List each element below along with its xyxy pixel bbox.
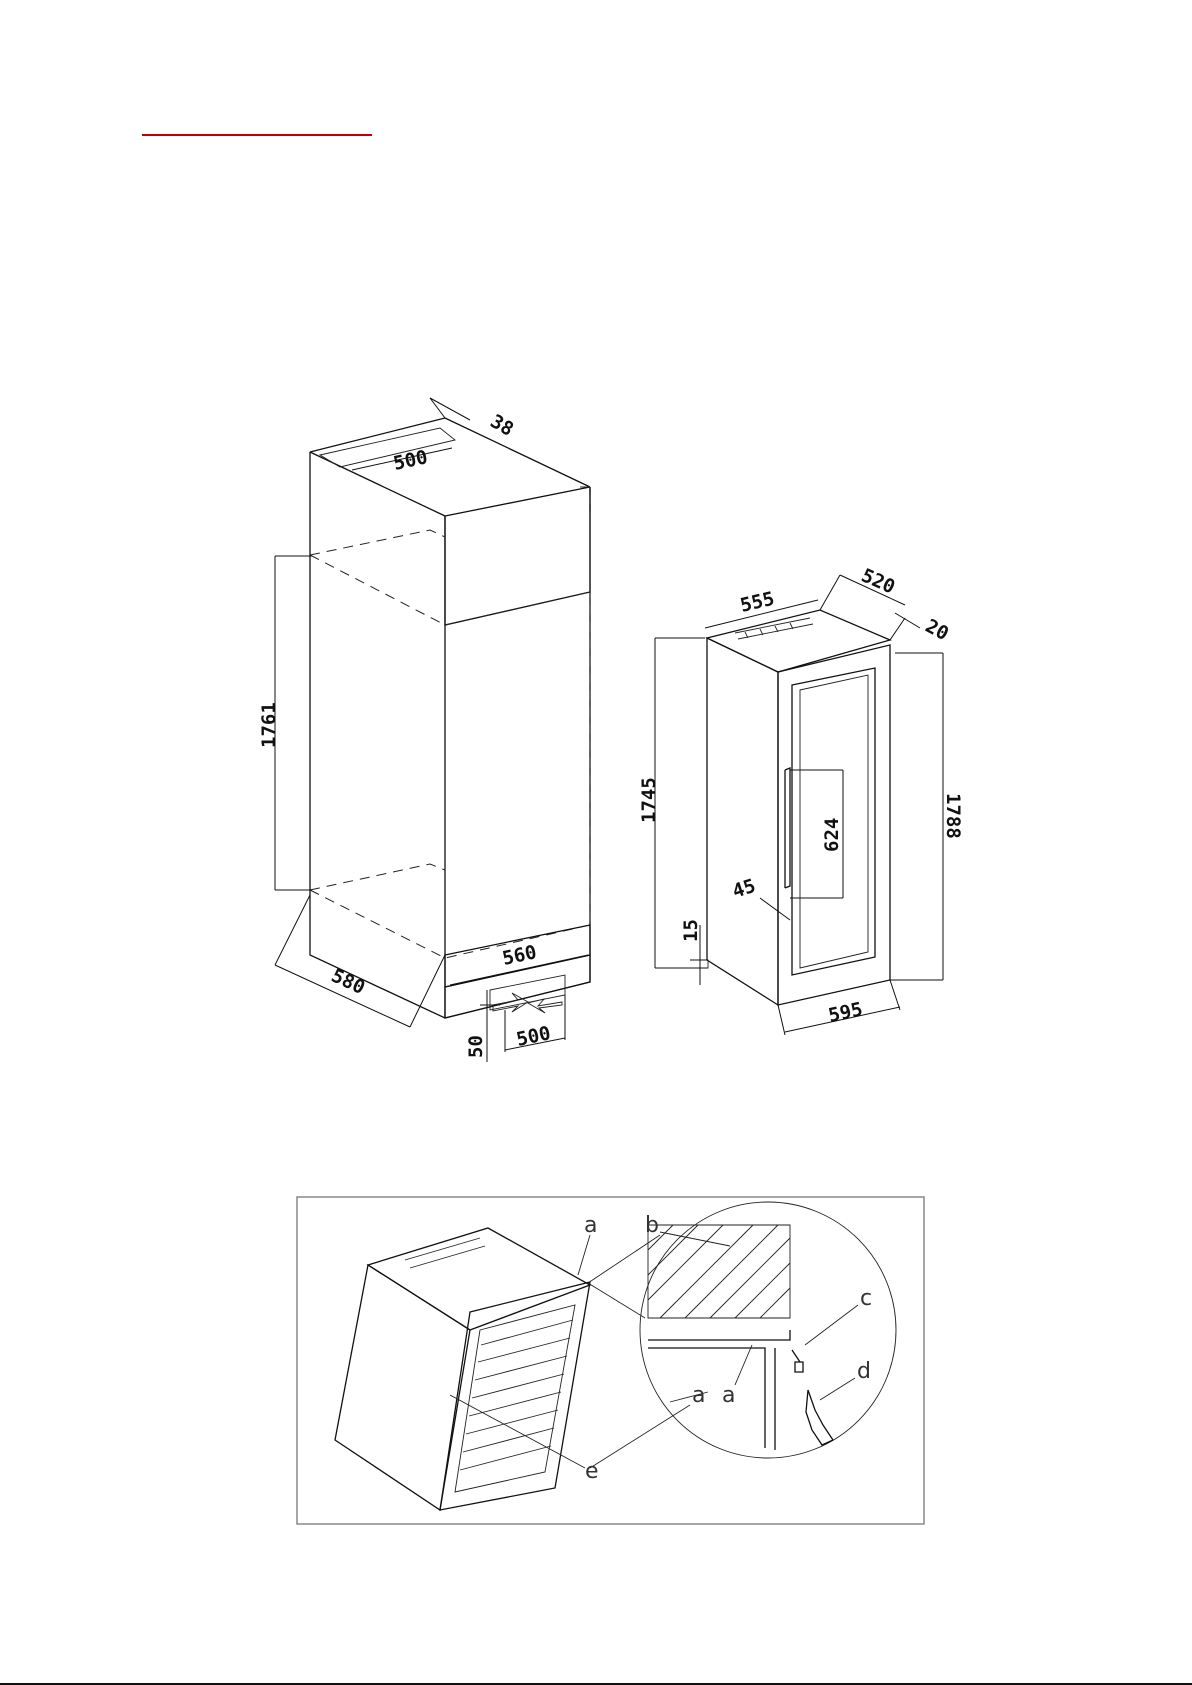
- label-a-cabinet: a: [692, 1383, 705, 1408]
- label-a-hinge: a: [722, 1383, 735, 1408]
- leader-c: [805, 1305, 858, 1345]
- label-d: d: [857, 1359, 871, 1384]
- dim-45-label: 45: [730, 875, 759, 903]
- dim-1745-label: 1745: [638, 777, 660, 823]
- front-foot: [700, 960, 708, 968]
- label-c: c: [860, 1286, 872, 1311]
- dim-500-top-label: 500: [391, 446, 429, 475]
- hatch-lines: [648, 1225, 790, 1318]
- dim-520-label: 520: [858, 564, 898, 598]
- leader-b: [660, 1232, 730, 1246]
- upper-panel-side-dashed: [580, 487, 590, 592]
- dim-1788-label: 1788: [942, 793, 964, 839]
- leader-d: [820, 1378, 855, 1400]
- leader-a-hinge: [735, 1345, 752, 1385]
- dim-520-ext: [820, 575, 840, 610]
- label-e: e: [585, 1459, 599, 1484]
- dim-38-ext: [430, 398, 445, 418]
- dim-20-label: 20: [922, 615, 953, 645]
- tilted-appliance-top: [368, 1228, 590, 1330]
- screwdriver-icon: [806, 1390, 833, 1445]
- bottom-vent-opening: [490, 975, 565, 1010]
- dim-50-label: 50: [465, 1035, 487, 1058]
- label-a-top: a: [584, 1213, 597, 1238]
- leader-a-top: [578, 1235, 590, 1275]
- dim-45-line: [760, 898, 790, 920]
- dim-595-ext-right: [890, 980, 900, 1010]
- appliance-drawing: 555 520 20 1745 1788 624 45 15: [638, 564, 964, 1035]
- appliance-side-panel: [707, 638, 778, 1005]
- niche-top-right-edge: [445, 418, 590, 487]
- tilted-appliance-side: [335, 1265, 470, 1510]
- wine-shelves: [460, 1320, 573, 1470]
- dim-20-line: [895, 613, 920, 628]
- door-handle: [785, 768, 790, 888]
- niche-top-front-edge: [445, 487, 590, 516]
- dim-1761-label: 1761: [258, 702, 280, 748]
- tilted-door-glass: [455, 1305, 575, 1492]
- appliance-corner: [648, 1348, 765, 1448]
- dim-560-label: 560: [500, 941, 538, 970]
- upper-shelf-dashed: [310, 555, 590, 625]
- dim-580-ext-left: [275, 895, 310, 965]
- appliance-top-panel: [707, 610, 890, 672]
- dim-555-label: 555: [738, 588, 776, 617]
- airflow-arrow-in: [493, 993, 528, 1012]
- upper-shelf-back-dashed: [310, 530, 445, 555]
- dim-38-line: [430, 398, 470, 420]
- magnifier-circle: [640, 1202, 896, 1458]
- label-b: b: [645, 1213, 659, 1238]
- lower-shelf-back-dashed: [310, 864, 445, 890]
- dim-595-label: 595: [826, 998, 864, 1027]
- leader-e-right: [590, 1405, 690, 1468]
- screw-icon: [792, 1350, 803, 1372]
- tilted-top-vent: [405, 1238, 485, 1268]
- hinge-plate: [648, 1330, 790, 1340]
- dim-624-label: 624: [821, 818, 843, 852]
- dim-500-bottom-label: 500: [514, 1022, 552, 1051]
- hatched-cabinet-top: [648, 1225, 790, 1318]
- hinge-detail-panel: a b c a a d e: [297, 1197, 924, 1524]
- dim-15-label: 15: [680, 919, 702, 942]
- top-vent-slot: [320, 428, 455, 467]
- cabinet-niche-drawing: 38 500 1761 560 580 500 50: [258, 398, 590, 1062]
- detail-frame: [297, 1197, 924, 1524]
- tilted-appliance-door: [440, 1282, 590, 1510]
- dim-595-ext-left: [778, 1005, 785, 1035]
- dim-20-ext: [890, 618, 905, 640]
- magnifier-leader-bottom: [588, 1283, 645, 1318]
- upper-panel: [445, 487, 590, 625]
- lower-shelf-dashed: [310, 890, 590, 958]
- dim-580-label: 580: [328, 965, 368, 999]
- dim-38-label: 38: [487, 410, 518, 440]
- magnifier-leader-top: [588, 1235, 660, 1283]
